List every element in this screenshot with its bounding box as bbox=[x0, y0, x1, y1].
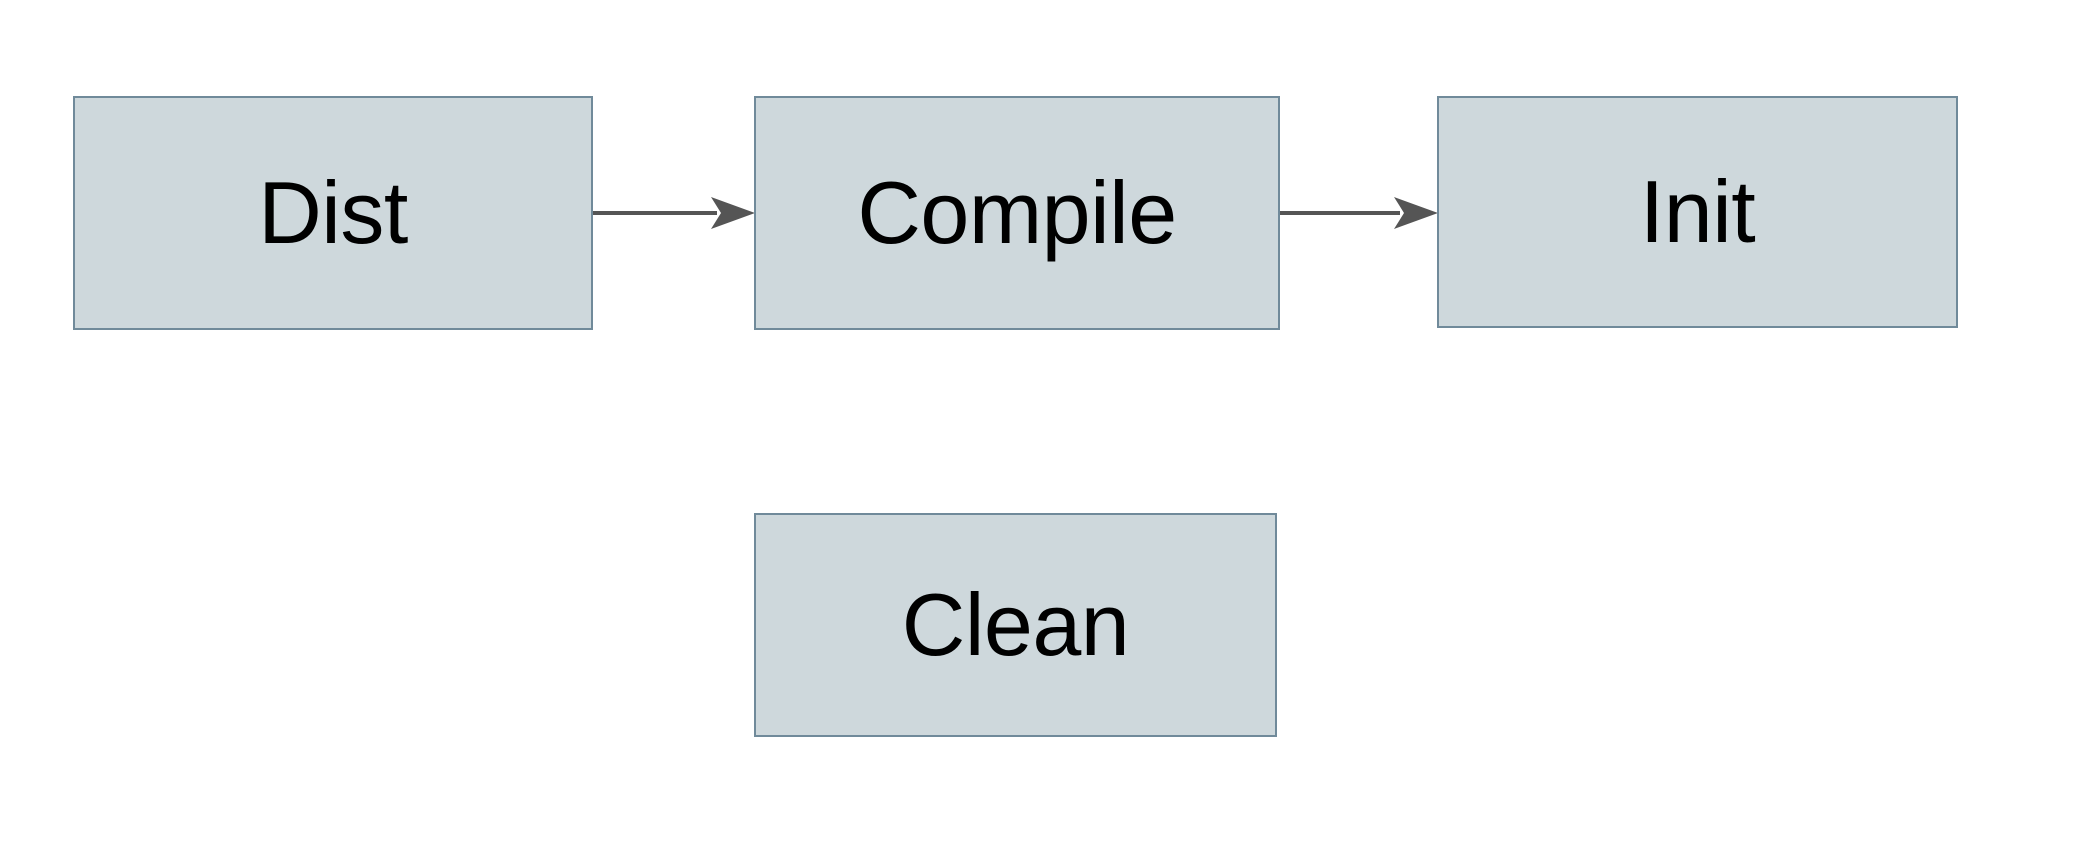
node-clean[interactable]: Clean bbox=[754, 513, 1277, 737]
arrowhead-icon bbox=[1394, 197, 1438, 229]
node-init-label: Init bbox=[1639, 162, 1756, 261]
node-compile-label: Compile bbox=[857, 163, 1177, 262]
edge-compile-to-init[interactable] bbox=[1280, 190, 1438, 236]
edge-dist-to-compile[interactable] bbox=[593, 190, 755, 236]
node-clean-label: Clean bbox=[901, 575, 1130, 674]
node-dist-label: Dist bbox=[258, 163, 408, 262]
node-dist[interactable]: Dist bbox=[73, 96, 593, 330]
node-init[interactable]: Init bbox=[1437, 96, 1958, 328]
node-compile[interactable]: Compile bbox=[754, 96, 1280, 330]
arrowhead-icon bbox=[711, 197, 755, 229]
